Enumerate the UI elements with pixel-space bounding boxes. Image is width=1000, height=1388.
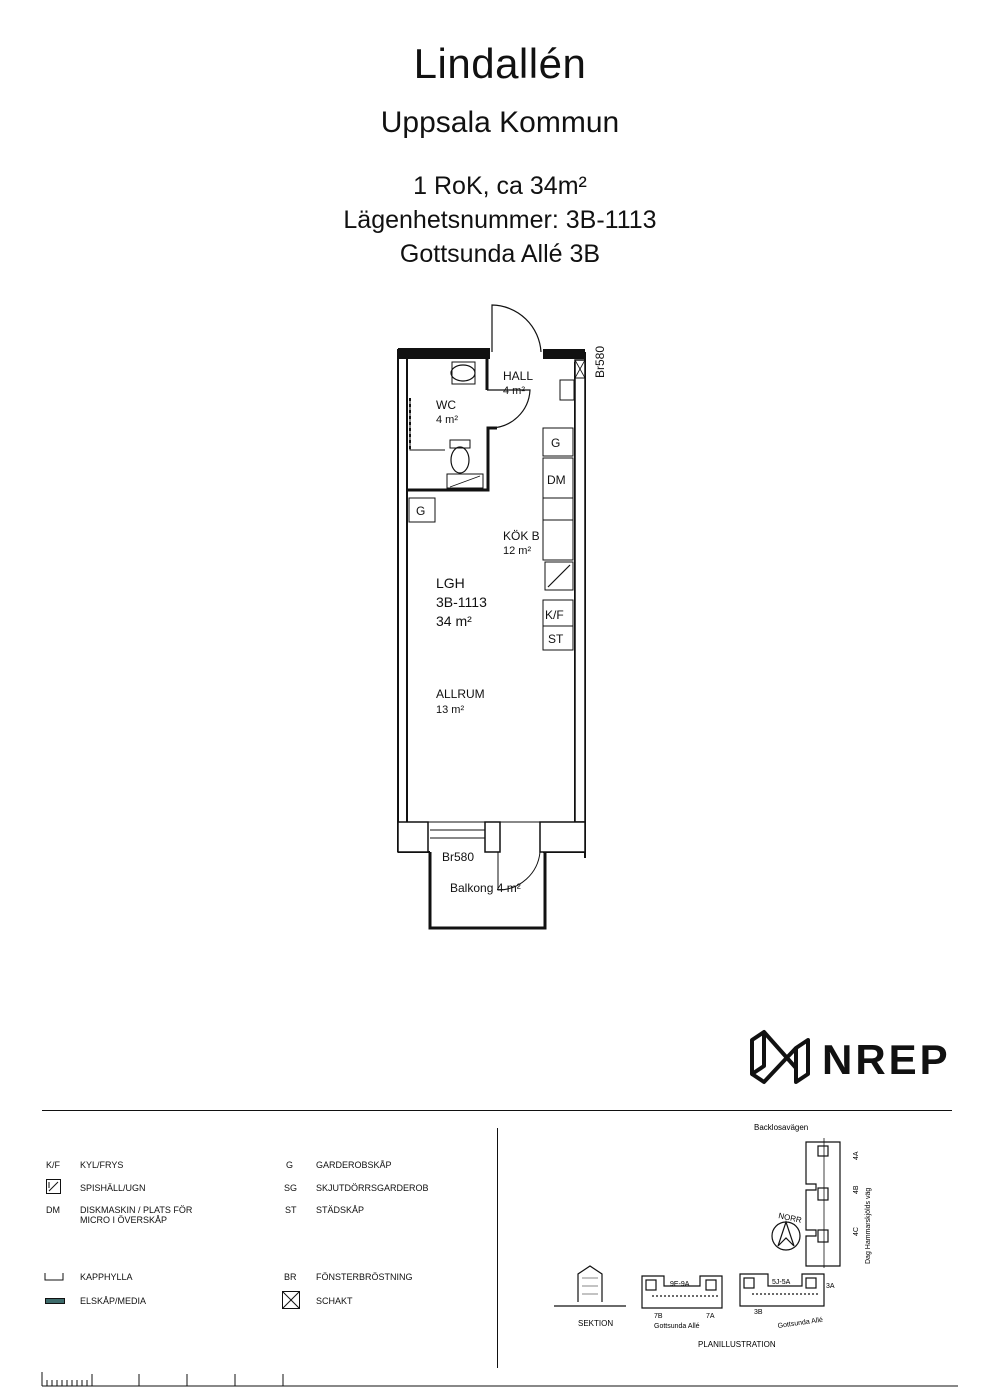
legend-code: BR — [284, 1272, 297, 1282]
legend-label: FÖNSTERBRÖSTNING — [316, 1272, 413, 1282]
entrance-3b: 3B — [754, 1309, 763, 1316]
stove-icon — [46, 1179, 61, 1194]
entrance-7a: 7A — [706, 1313, 715, 1320]
entrance-4b: 4B — [853, 1185, 860, 1194]
address: Gottsunda Allé 3B — [399, 240, 601, 268]
wc-label: WC — [436, 398, 456, 412]
project-title: Lindallén — [413, 40, 587, 87]
legend-code: SG — [284, 1183, 298, 1193]
divider-vertical — [497, 1128, 498, 1368]
cleaning-cabinet-code: ST — [548, 632, 564, 646]
window-label-top: Br580 — [593, 346, 607, 378]
street-right-label: Gottsunda Allé — [777, 1317, 823, 1330]
nrep-logo-icon — [750, 1030, 810, 1084]
kitchen-label: KÖK B — [503, 529, 540, 543]
legend-label: KYL/FRYS — [80, 1160, 124, 1170]
legend-code: G — [286, 1160, 294, 1170]
hall-area: 4 m² — [503, 385, 525, 397]
legend-label: DISKMASKIN / PLATS FÖR MICRO I ÖVERSKÅP — [80, 1205, 193, 1225]
hall-label: HALL — [503, 369, 533, 383]
window-label-bottom: Br580 — [442, 850, 474, 864]
living-room-area: 13 m² — [436, 704, 464, 716]
shelf-icon — [44, 1273, 64, 1281]
entrance-4c: 4C — [853, 1227, 860, 1236]
room-count-area: 1 RoK, ca 34m² — [413, 172, 587, 200]
apartment-number: Lägenhetsnummer: 3B-1113 — [343, 206, 657, 234]
apartment-label: LGH — [436, 575, 465, 591]
legend-label: STÄDSKÅP — [316, 1205, 365, 1215]
legend-label: SKJUTDÖRRSGARDEROB — [316, 1183, 429, 1193]
legend-code: DM — [46, 1205, 60, 1215]
entrance-3a: 3A — [826, 1283, 835, 1290]
municipality: Uppsala Kommun — [380, 106, 620, 139]
plan-illustration-label: PLANILLUSTRATION — [698, 1340, 776, 1349]
wc-area: 4 m² — [436, 414, 458, 426]
nrep-logo-text: NREP — [822, 1036, 951, 1083]
legend-label: GARDEROBSKÅP — [316, 1160, 392, 1170]
wardrobe-g-kitchen: G — [551, 436, 560, 450]
road-right-label: Dag Hammarskjölds väg — [865, 1188, 872, 1264]
balcony-label: Balkong 4 m² — [450, 881, 521, 895]
divider-top — [42, 1110, 952, 1111]
dishwasher-code: DM — [547, 473, 566, 487]
block-left-label: 9E-9A — [670, 1281, 690, 1288]
living-room-label: ALLRUM — [436, 687, 485, 701]
apartment-code: 3B-1113 — [436, 594, 487, 610]
apartment-area: 34 m² — [436, 613, 472, 629]
street-left-label: Gottsunda Allé — [654, 1323, 700, 1330]
legend-label: SPISHÄLL/UGN — [80, 1183, 146, 1193]
section-label: SEKTION — [578, 1319, 613, 1328]
wardrobe-g-living: G — [416, 504, 425, 518]
media-cabinet-icon — [45, 1298, 65, 1304]
road-top-label: Backlosavägen — [754, 1123, 808, 1132]
fridge-freezer-code: K/F — [545, 608, 564, 622]
legend-code: ST — [285, 1205, 297, 1215]
shaft-icon — [282, 1291, 300, 1309]
floor-plan: Br580 HALL 4 m² WC 4 m² G DM G KÖK B 12 … — [397, 304, 607, 930]
entrance-4a: 4A — [853, 1151, 860, 1160]
legend-label: ELSKÅP/MEDIA — [80, 1296, 147, 1306]
kitchen-area: 12 m² — [503, 545, 531, 557]
entrance-7b: 7B — [654, 1313, 663, 1320]
legend-label: SCHAKT — [316, 1296, 353, 1306]
legend-label: KAPPHYLLA — [80, 1272, 133, 1282]
legend-code: K/F — [46, 1160, 61, 1170]
site-plan: Backlosavägen Dag Hammarskjölds väg NORR… — [554, 1123, 872, 1349]
scale-bar — [41, 1372, 958, 1387]
block-right-label: 5J-5A — [772, 1279, 791, 1286]
